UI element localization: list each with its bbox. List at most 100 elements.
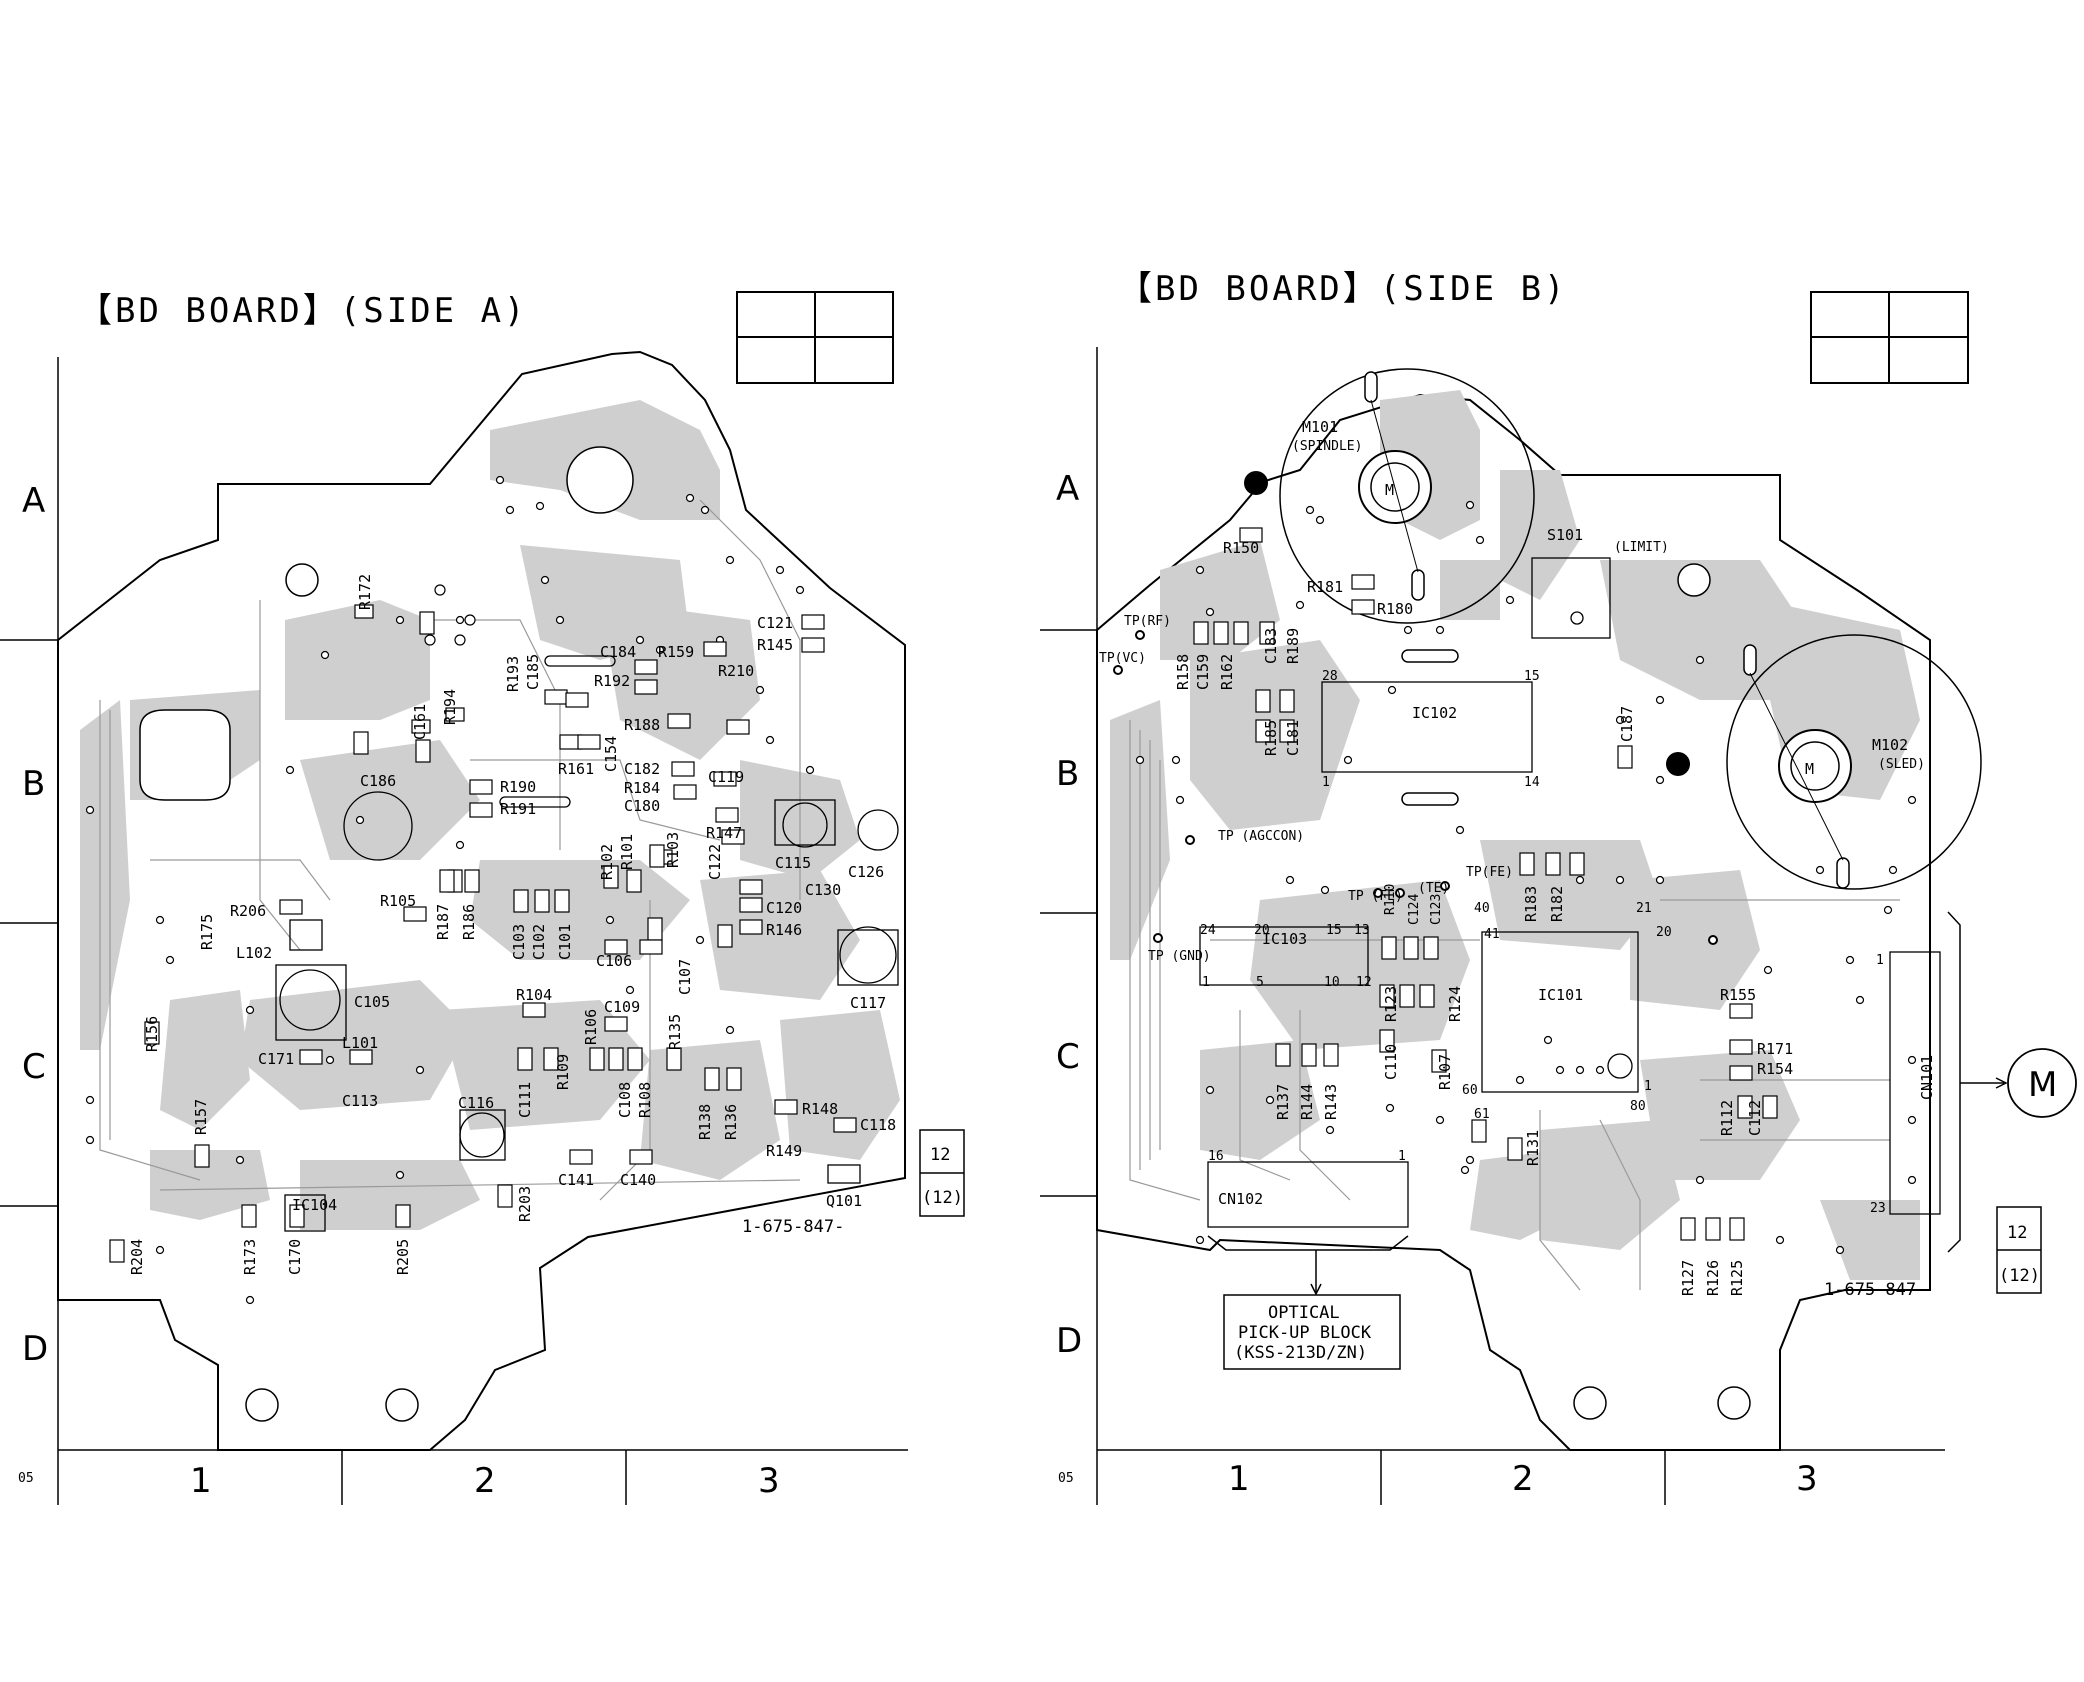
side-b-vias <box>1135 500 1917 1255</box>
label-limit: (LIMIT) <box>1614 540 1669 555</box>
label-tpgnd: TP (GND) <box>1148 949 1211 964</box>
m101-dot <box>1244 471 1268 495</box>
c126-outline <box>857 809 899 851</box>
m101-symbol: M <box>1385 481 1394 499</box>
svg-text:16: 16 <box>1208 1149 1224 1164</box>
side-a-part-number: 1-675-847- <box>742 1217 844 1237</box>
side-b-labels: R150 S101 (LIMIT) R181 R180 TP(RF) TP(VC… <box>1099 526 1936 1296</box>
label-r109: R109 <box>554 1054 572 1090</box>
label-r103: R103 <box>664 832 682 868</box>
label-r181: R181 <box>1307 578 1343 596</box>
label-r203: R203 <box>516 1186 534 1222</box>
label-c185: C185 <box>524 654 542 690</box>
label-c108: C108 <box>616 1082 634 1118</box>
label-r102: R102 <box>598 844 616 880</box>
label-c182: C182 <box>624 760 660 778</box>
label-q101: Q101 <box>826 1192 862 1210</box>
svg-text:1: 1 <box>1644 1079 1652 1094</box>
label-tpvc: TP(VC) <box>1099 651 1146 666</box>
motor-m102: M M102 (SLED) <box>1666 634 1982 890</box>
label-c154: C154 <box>602 736 620 772</box>
svg-text:24: 24 <box>1200 923 1216 938</box>
label-r184: R184 <box>624 779 660 797</box>
c116-outline <box>459 1112 505 1158</box>
m102-label: M102 <box>1872 736 1908 754</box>
side-a-col-3: 3 <box>758 1461 780 1501</box>
label-c183: C183 <box>1262 628 1280 664</box>
side-b-pin-numbers: 28 15 1 14 24 20 15 13 1 5 10 12 41 40 2… <box>1200 669 1886 1216</box>
label-r191: R191 <box>500 800 536 818</box>
label-r193: R193 <box>504 656 522 692</box>
label-r205: R205 <box>394 1239 412 1275</box>
c105-outline <box>275 964 347 1041</box>
side-b-board: 【BD BOARD】(SIDE B) A B C D 1 2 3 05 <box>1040 269 2077 1505</box>
external-motor-symbol: M <box>2028 1065 2057 1105</box>
label-r173: R173 <box>241 1239 259 1275</box>
side-a-ref-box <box>736 291 894 384</box>
label-r137: R137 <box>1274 1084 1292 1120</box>
test-points <box>1113 630 1718 945</box>
label-c130: C130 <box>805 881 841 899</box>
label-r150: R150 <box>1223 539 1259 557</box>
label-r182: R182 <box>1548 886 1566 922</box>
label-c116: C116 <box>458 1094 494 1112</box>
side-a-index-code: 05 <box>18 1471 34 1486</box>
label-c118: C118 <box>860 1116 896 1134</box>
m102-dot <box>1666 752 1690 776</box>
label-r127: R127 <box>1679 1260 1697 1296</box>
side-a-row-d: D <box>22 1329 48 1369</box>
label-r192: R192 <box>594 672 630 690</box>
label-r144: R144 <box>1298 1084 1316 1120</box>
label-cn102: CN102 <box>1218 1190 1263 1208</box>
label-r189: R189 <box>1284 628 1302 664</box>
svg-text:12: 12 <box>1356 975 1372 990</box>
label-c184: C184 <box>600 643 636 661</box>
label-c161: C161 <box>411 704 429 740</box>
svg-text:20: 20 <box>1254 923 1270 938</box>
svg-text:1: 1 <box>1202 975 1210 990</box>
label-c186: C186 <box>360 772 396 790</box>
svg-text:1: 1 <box>1398 1149 1406 1164</box>
side-b-copper <box>1110 390 1920 1280</box>
label-r180: R180 <box>1377 600 1413 618</box>
side-a-board: 【BD BOARD】(SIDE A) A B C D 1 2 3 05 <box>0 291 965 1505</box>
label-r123: R123 <box>1382 986 1400 1022</box>
c115-outline <box>782 802 828 848</box>
side-b-traces <box>1129 720 1900 1291</box>
svg-text:10: 10 <box>1324 975 1340 990</box>
side-a-title: 【BD BOARD】(SIDE A) <box>78 291 528 331</box>
label-r187: R187 <box>434 904 452 940</box>
svg-text:15: 15 <box>1524 669 1540 684</box>
svg-text:61: 61 <box>1474 1107 1490 1122</box>
ic103-outline <box>1199 926 1369 986</box>
label-tpfe2: TP(FE) <box>1466 865 1513 880</box>
label-r136: R136 <box>722 1104 740 1140</box>
motor-m101: M M101 (SPINDLE) <box>1244 368 1535 624</box>
cn102-outline <box>1207 1161 1409 1228</box>
svg-text:1: 1 <box>1876 953 1884 968</box>
label-r172: R172 <box>356 574 374 610</box>
svg-text:(12): (12) <box>922 1188 963 1208</box>
label-r175: R175 <box>198 914 216 950</box>
label-r185: R185 <box>1262 720 1280 756</box>
svg-text:40: 40 <box>1474 901 1490 916</box>
label-c103: C103 <box>510 924 528 960</box>
label-r126: R126 <box>1704 1260 1722 1296</box>
svg-text:5: 5 <box>1256 975 1264 990</box>
svg-text:23: 23 <box>1870 1201 1886 1216</box>
label-r135: R135 <box>666 1014 684 1050</box>
label-c180: C180 <box>624 797 660 815</box>
label-l102: L102 <box>236 944 272 962</box>
side-a-row-a: A <box>22 481 45 521</box>
label-c141: C141 <box>558 1171 594 1189</box>
label-r188: R188 <box>624 716 660 734</box>
label-c171: C171 <box>258 1050 294 1068</box>
m102-sub: (SLED) <box>1878 757 1925 772</box>
label-c122: C122 <box>706 844 724 880</box>
label-c181: C181 <box>1284 720 1302 756</box>
side-b-page-ref: 12 (12) <box>1996 1206 2042 1294</box>
m101-sub: (SPINDLE) <box>1292 439 1362 454</box>
side-b-title: 【BD BOARD】(SIDE B) <box>1118 269 1568 309</box>
external-motor-link: M <box>1947 911 2077 1253</box>
